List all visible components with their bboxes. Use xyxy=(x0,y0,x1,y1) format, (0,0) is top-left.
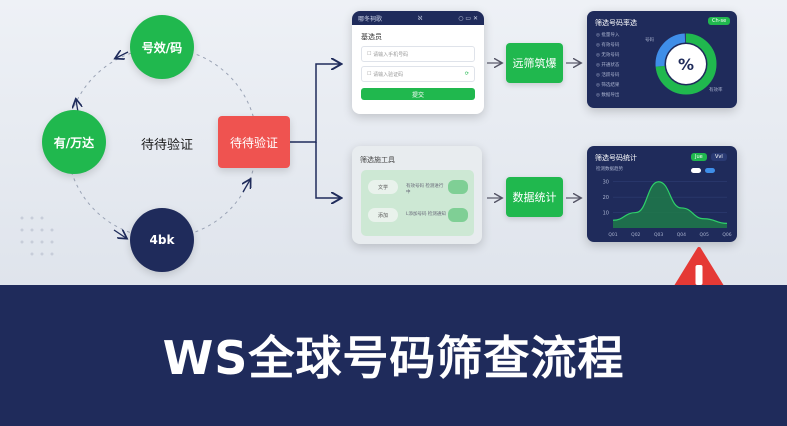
gauge-dashboard: 筛选号码率选 Ch-se ◎ 批量导入 ◎ 有效号码 ◎ 无效号码 ◎ 开通状态… xyxy=(587,11,737,108)
x-tick-label: Q05 xyxy=(700,232,709,238)
dash1-title: 筛选号码率选 xyxy=(595,19,637,27)
row2-toggle[interactable] xyxy=(448,208,468,222)
cycle-center-label: 待待验证 xyxy=(141,138,194,153)
tool-card-panel: 文学 有效号码 检测进行中 添加 L添加号码 检测通知 xyxy=(361,170,474,236)
phone-icon: ☐ xyxy=(367,51,374,57)
phone-input[interactable]: ☐ 请输入手机号码 xyxy=(361,46,475,62)
dash1-item: ◎ 有效号码 xyxy=(596,43,620,48)
code-input[interactable]: ☐ 请输入验证码 ⟳ xyxy=(361,66,475,82)
y-tick-label: 30 xyxy=(603,180,609,186)
login-card-heading: 基选员 xyxy=(361,33,382,41)
x-tick-label: Q06 xyxy=(722,232,731,238)
row1-pill[interactable]: 文学 xyxy=(368,180,398,194)
row2-pill[interactable]: 添加 xyxy=(368,208,398,222)
gauge-symbol: % xyxy=(678,55,695,74)
stats-button: 数据统计 xyxy=(506,177,563,217)
dash1-item: ◎ 活跃号码 xyxy=(596,73,620,78)
login-card-header: 哪冬祠歌 ℵ ○ ▭ ✕ xyxy=(352,11,484,25)
dash1-item: ◎ 筛选结果 xyxy=(596,83,620,88)
login-card: 哪冬祠歌 ℵ ○ ▭ ✕ 基选员 ☐ 请输入手机号码 ☐ 请输入验证码 ⟳ 提交 xyxy=(352,11,484,114)
dash2-chip2[interactable]: Vvl xyxy=(711,153,727,161)
filter-button: 远筛筑爆 xyxy=(506,43,563,83)
y-tick-label: 20 xyxy=(603,195,609,201)
code-placeholder: 请输入验证码 xyxy=(373,71,404,78)
series-line xyxy=(612,181,728,224)
x-tick-label: Q03 xyxy=(654,232,663,238)
node-bottom: 4bk xyxy=(130,208,194,272)
row1-text: 有效号码 检测进行中 xyxy=(406,184,444,195)
dash1-item: ◎ 批量导入 xyxy=(596,33,620,38)
x-tick-label: Q04 xyxy=(677,232,686,238)
login-card-mark: ℵ xyxy=(417,14,423,22)
series-area xyxy=(613,181,727,228)
dash2-title: 筛选号码统计 xyxy=(595,154,637,162)
verify-box: 待待验证 xyxy=(218,116,290,168)
tool-card-heading: 筛选施工具 xyxy=(360,156,395,164)
dash1-item: ◎ 开通状态 xyxy=(596,63,620,68)
dash1-item: ◎ 数据导出 xyxy=(596,93,620,98)
tool-card: 筛选施工具 文学 有效号码 检测进行中 添加 L添加号码 检测通知 xyxy=(352,146,482,244)
row2-text: L添加号码 检测通知 xyxy=(406,212,446,217)
login-card-title: 哪冬祠歌 xyxy=(358,15,383,23)
node-top: 号效/码 xyxy=(130,15,194,79)
dash1-chip[interactable]: Ch-se xyxy=(708,17,731,25)
title-banner xyxy=(0,285,787,426)
row1-toggle[interactable] xyxy=(448,180,468,194)
dash2-chip[interactable]: Jue xyxy=(691,153,707,161)
dash1-item: ◎ 无效号码 xyxy=(596,53,620,58)
window-controls-icon: ○ ▭ ✕ xyxy=(458,14,478,22)
x-tick-label: Q02 xyxy=(631,232,640,238)
submit-button[interactable]: 提交 xyxy=(361,88,475,100)
legend-dot-white xyxy=(691,168,701,173)
x-tick-label: Q01 xyxy=(608,232,617,238)
gauge-left-label: 号码 xyxy=(645,38,654,43)
gauge-right-label: 有效率 xyxy=(709,88,723,93)
dash2-subtitle: 检测数据趋势 xyxy=(596,167,623,172)
gauge-ring xyxy=(655,33,717,95)
phone-placeholder: 请输入手机号码 xyxy=(373,51,409,58)
y-tick-label: 10 xyxy=(603,211,609,217)
main-title: WS全球号码筛查流程 xyxy=(162,331,625,385)
legend-dot-blue xyxy=(705,168,715,173)
refresh-icon[interactable]: ⟳ xyxy=(464,71,469,77)
lock-icon: ☐ xyxy=(367,71,374,77)
node-left: 有/万达 xyxy=(42,110,106,174)
